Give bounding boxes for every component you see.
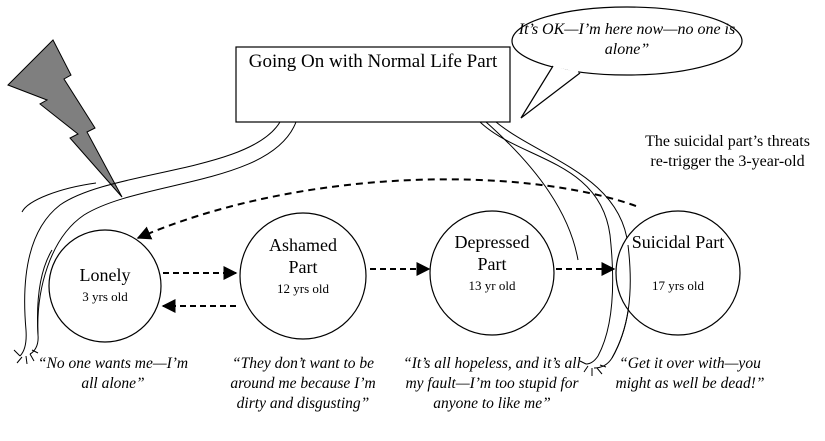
part-age-suicidal: 17 yrs old: [652, 278, 704, 293]
reaching-hand-right-overlap: [611, 244, 631, 359]
part-name-depressed: Depressed Part: [454, 232, 530, 274]
part-circle-ashamed: [239, 212, 367, 340]
normal-life-part-label: Going On with Normal Life Part: [248, 51, 498, 72]
part-name-lonely: Lonely: [79, 265, 131, 285]
reaching-arm-left: [13, 121, 297, 365]
part-quote-suicidal: “Get it over with—you might as well be d…: [615, 355, 765, 392]
part-age-depressed: 13 yr old: [468, 278, 516, 293]
retrigger-arrow: [136, 178, 637, 240]
retrigger-annotation: The suicidal part’s threats re-trigger t…: [645, 133, 810, 170]
part-quote-ashamed: “They don’t want to be around me because…: [230, 355, 376, 412]
lightning-bolt-icon: [7, 39, 123, 198]
reaching-hand-left-overlap: [37, 249, 53, 336]
normal-life-part-box: [235, 46, 511, 123]
part-quote-depressed: “It’s all hopeless, and it’s all my faul…: [403, 355, 581, 412]
part-circle-lonely: [48, 229, 162, 343]
part-circle-depressed: [429, 210, 555, 336]
speech-bubble-text: It’s OK—I’m here now—no one is alone”: [518, 21, 736, 58]
part-age-ashamed: 12 yrs old: [277, 281, 329, 296]
part-name-suicidal: Suicidal Part: [631, 232, 725, 252]
part-name-ashamed: Ashamed Part: [269, 235, 337, 277]
part-quote-lonely: “No one wants me—I’m all alone”: [37, 355, 189, 392]
speech-bubble: [511, 6, 743, 119]
part-age-lonely: 3 yrs old: [82, 289, 128, 304]
part-circle-suicidal: [615, 210, 741, 336]
